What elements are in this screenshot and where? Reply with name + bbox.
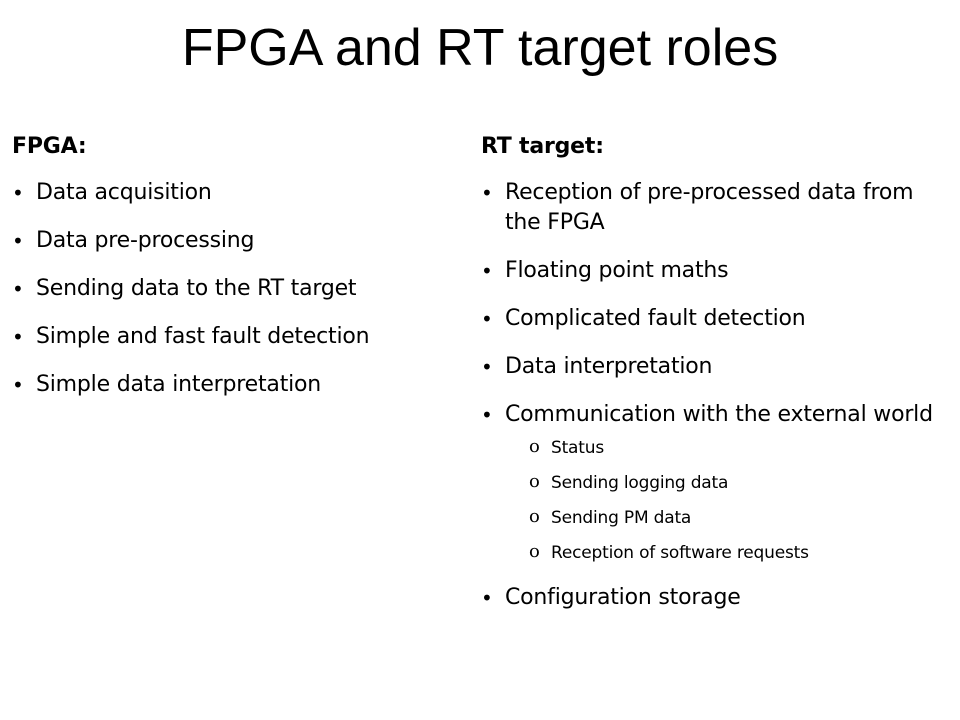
bullet-icon: •: [481, 586, 493, 610]
fpga-column: FPGA: • Data acquisition • Data pre-proces…: [12, 132, 452, 418]
rt-bullet-item: • Data interpretation: [481, 352, 951, 382]
fpga-bullet-item: • Data acquisition: [12, 178, 452, 208]
sub-bullet-item: o Sending logging data: [529, 471, 951, 495]
bullet-icon: •: [12, 325, 24, 349]
bullet-icon: •: [481, 355, 493, 379]
sub-bullet-text: Reception of software requests: [551, 543, 809, 563]
sub-bullet-item: o Status: [529, 436, 951, 460]
circle-bullet-icon: o: [529, 471, 540, 492]
bullet-text: Floating point maths: [505, 258, 729, 283]
bullet-text: Simple data interpretation: [36, 372, 322, 397]
circle-bullet-icon: o: [529, 436, 540, 457]
rt-bullet-item: • Complicated fault detection: [481, 304, 951, 334]
fpga-bullet-list: • Data acquisition • Data pre-processing •…: [12, 178, 452, 400]
fpga-bullet-item: • Simple data interpretation: [12, 370, 452, 400]
sub-bullet-item: o Reception of software requests: [529, 541, 951, 565]
circle-bullet-icon: o: [529, 541, 540, 562]
bullet-text: Data acquisition: [36, 180, 212, 205]
bullet-text: Configuration storage: [505, 585, 741, 610]
fpga-bullet-item: • Simple and fast fault detection: [12, 322, 452, 352]
bullet-icon: •: [481, 181, 493, 205]
rt-bullet-item: • Floating point maths: [481, 256, 951, 286]
bullet-text: Data interpretation: [505, 354, 713, 379]
bullet-text: Simple and fast fault detection: [36, 324, 370, 349]
bullet-icon: •: [12, 373, 24, 397]
bullet-text: Complicated fault detection: [505, 306, 806, 331]
sub-bullet-text: Sending logging data: [551, 473, 729, 493]
fpga-heading: FPGA:: [12, 134, 87, 159]
rt-target-column: RT target: • Reception of pre-processed d…: [481, 132, 951, 631]
bullet-icon: •: [481, 307, 493, 331]
bullet-icon: •: [481, 259, 493, 283]
rt-target-heading: RT target:: [481, 134, 604, 159]
rt-bullet-item: • Communication with the external world o…: [481, 400, 951, 565]
circle-bullet-icon: o: [529, 506, 540, 527]
bullet-text: Reception of pre-processed data from the…: [505, 180, 914, 235]
bullet-icon: •: [12, 229, 24, 253]
fpga-bullet-item: • Data pre-processing: [12, 226, 452, 256]
sub-bullet-text: Sending PM data: [551, 508, 692, 528]
slide-title: FPGA and RT target roles: [181, 19, 779, 77]
bullet-icon: •: [12, 181, 24, 205]
bullet-text: Data pre-processing: [36, 228, 255, 253]
fpga-bullet-item: • Sending data to the RT target: [12, 274, 452, 304]
rt-target-bullet-list: • Reception of pre-processed data from th…: [481, 178, 951, 613]
bullet-text: Sending data to the RT target: [36, 276, 357, 301]
rt-bullet-item: • Configuration storage: [481, 583, 951, 613]
sub-bullet-item: o Sending PM data: [529, 506, 951, 530]
bullet-text: Communication with the external world: [505, 402, 933, 427]
sub-bullet-text: Status: [551, 438, 604, 458]
bullet-icon: •: [481, 403, 493, 427]
bullet-icon: •: [12, 277, 24, 301]
rt-bullet-item: • Reception of pre-processed data from th…: [481, 178, 951, 238]
